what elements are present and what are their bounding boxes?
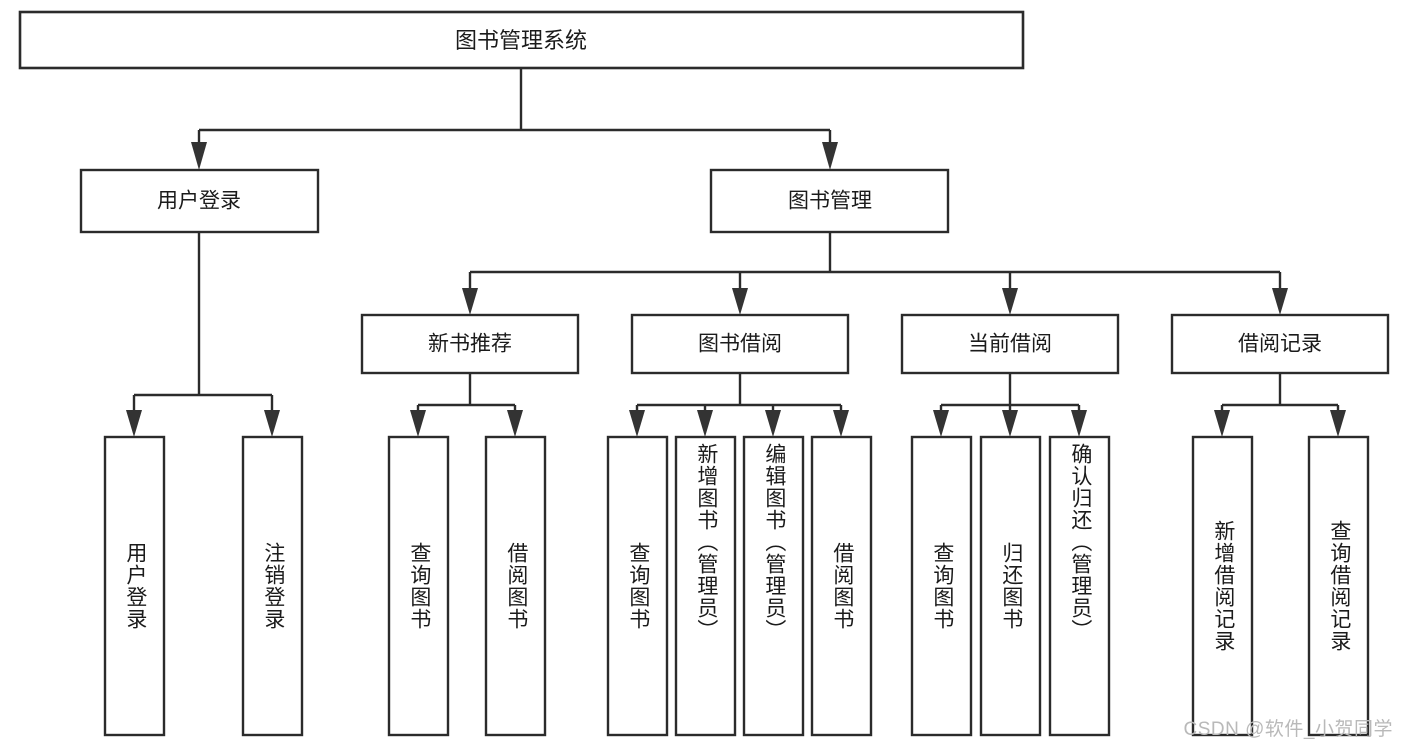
node-current-borrow[interactable]: 当前借阅 <box>900 313 1120 375</box>
node-root-box <box>18 10 1025 70</box>
arrow-head-leaf-borrow-record-0 <box>1214 410 1230 437</box>
arrow-head-leaf-book-borrow-1 <box>697 410 713 437</box>
watermark-text: CSDN @软件_小贺同学 <box>1183 719 1393 740</box>
leaf-box-book-borrow-3[interactable] <box>810 435 873 737</box>
arrow-head-user-login <box>191 142 207 170</box>
node-user-login-label: 用户登录 <box>157 190 241 213</box>
leaf-box-user-login-1[interactable] <box>241 435 304 737</box>
arrow-head-book-mgmt <box>822 142 838 170</box>
node-book-borrow-label: 图书借阅 <box>698 333 782 356</box>
node-book-management[interactable]: 图书管理 <box>709 168 950 234</box>
leaf-box-current-borrow-2[interactable] <box>1048 435 1111 737</box>
leaf-box-borrow-record-0[interactable] <box>1191 435 1254 737</box>
node-new-book-recommend-label: 新书推荐 <box>428 333 512 356</box>
arrow-head-new-book <box>462 288 478 315</box>
arrow-head-leaf-current-borrow-1 <box>1002 410 1018 437</box>
connector-group-borrow-record <box>1214 373 1346 437</box>
node-book-borrow[interactable]: 图书借阅 <box>630 313 850 375</box>
arrow-head-leaf-book-borrow-3 <box>833 410 849 437</box>
leaf-box-book-borrow-1[interactable] <box>674 435 737 737</box>
connector-group-book-borrow <box>629 373 849 437</box>
connector-group-user-login <box>126 232 280 437</box>
node-new-book-recommend-box <box>360 313 580 375</box>
leaf-boxes-user-login <box>103 435 304 737</box>
leaf-box-new-book-1[interactable] <box>484 435 547 737</box>
leaf-box-book-borrow-0[interactable] <box>606 435 669 737</box>
connector-group-book-mgmt <box>462 232 1288 315</box>
arrow-head-borrow-record <box>1272 288 1288 315</box>
arrow-head-leaf-borrow-record-1 <box>1330 410 1346 437</box>
arrow-head-leaf-new-book-0 <box>410 410 426 437</box>
arrow-head-book-borrow <box>732 288 748 315</box>
node-book-borrow-box <box>630 313 850 375</box>
node-borrow-record-box <box>1170 313 1390 375</box>
node-root-label: 图书管理系统 <box>455 28 587 53</box>
node-borrow-record[interactable]: 借阅记录 <box>1170 313 1390 375</box>
connector-group-new-book <box>410 373 523 437</box>
leaf-box-user-login-0[interactable] <box>103 435 166 737</box>
leaf-box-new-book-0[interactable] <box>387 435 450 737</box>
arrow-head-leaf-new-book-1 <box>507 410 523 437</box>
arrow-head-leaf-user-login-0 <box>126 410 142 437</box>
node-borrow-record-label: 借阅记录 <box>1238 333 1322 356</box>
arrow-head-current-borrow <box>1002 288 1018 315</box>
node-book-management-box <box>709 168 950 234</box>
node-current-borrow-label: 当前借阅 <box>968 333 1052 356</box>
leaf-box-current-borrow-0[interactable] <box>910 435 973 737</box>
connector-group-root <box>191 68 838 170</box>
node-current-borrow-box <box>900 313 1120 375</box>
arrow-head-leaf-user-login-1 <box>264 410 280 437</box>
node-new-book-recommend[interactable]: 新书推荐 <box>360 313 580 375</box>
node-book-management-label: 图书管理 <box>788 190 872 213</box>
node-root-system[interactable]: 图书管理系统 <box>18 10 1025 70</box>
arrow-head-leaf-book-borrow-0 <box>629 410 645 437</box>
node-user-login-box <box>79 168 320 234</box>
arrow-head-leaf-current-borrow-0 <box>933 410 949 437</box>
leaf-boxes-new-book-recommend <box>387 435 547 737</box>
connector-group-current-borrow <box>933 373 1087 437</box>
leaf-boxes-current-borrow <box>910 435 1111 737</box>
leaf-box-current-borrow-1[interactable] <box>979 435 1042 737</box>
arrow-head-leaf-book-borrow-2 <box>765 410 781 437</box>
leaf-boxes-book-borrow <box>606 435 873 737</box>
leaf-boxes-borrow-record <box>1191 435 1370 737</box>
leaf-box-borrow-record-1[interactable] <box>1307 435 1370 737</box>
arrow-head-leaf-current-borrow-2 <box>1071 410 1087 437</box>
node-user-login[interactable]: 用户登录 <box>79 168 320 234</box>
leaf-box-book-borrow-2[interactable] <box>742 435 805 737</box>
